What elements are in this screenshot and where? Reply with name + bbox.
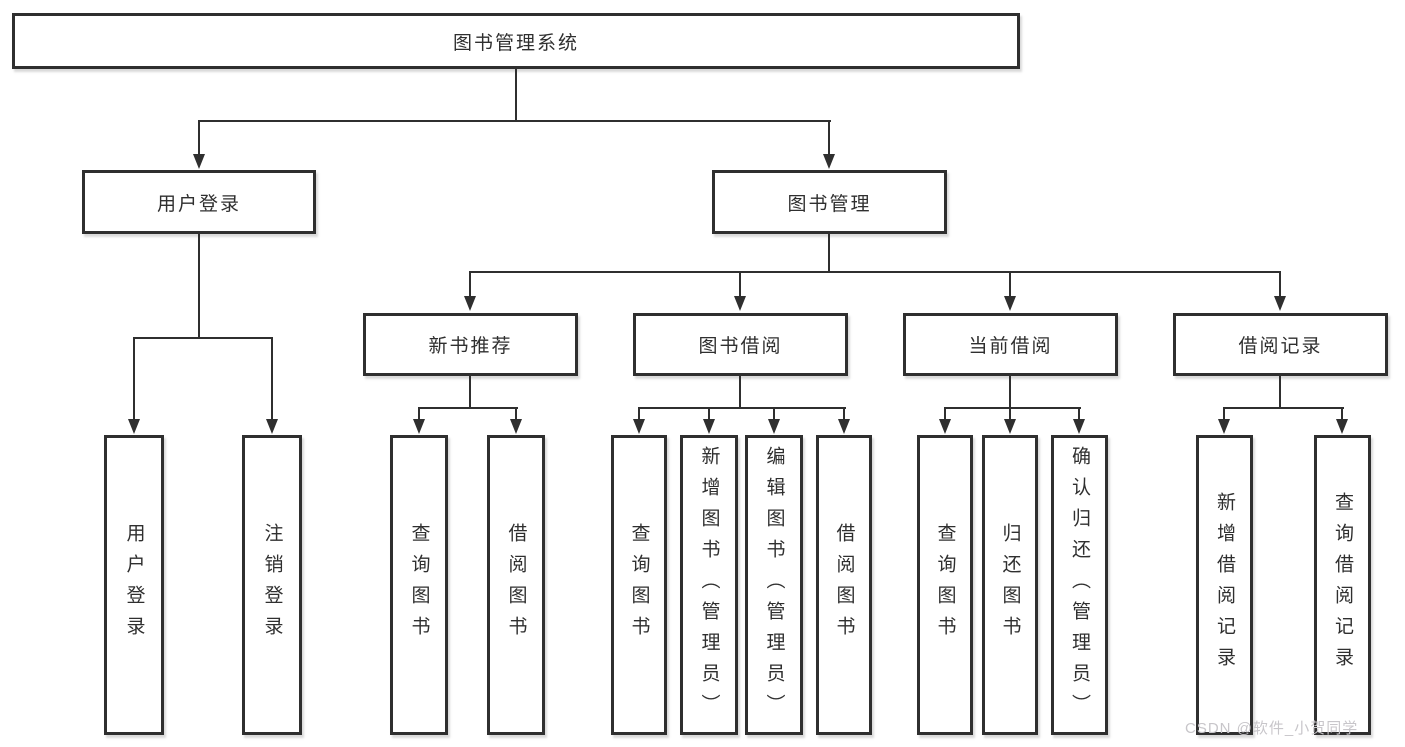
connector [944,407,946,421]
leaf-logout-label: 注销登录 [261,523,283,647]
connector [1223,407,1225,421]
connector [1279,376,1281,407]
leaf-query-books-recommend-label: 查询图书 [408,523,430,647]
connector [515,407,517,421]
leaf-edit-books-admin-label: 编辑图书（管理员） [763,445,785,725]
node-book-management: 图书管理 [712,170,947,234]
arrowhead [413,419,425,434]
node-new-book-recommend-label: 新书推荐 [428,336,513,357]
arrowhead [1336,419,1348,434]
connector [469,271,1281,273]
connector [418,407,420,421]
connector [1009,376,1011,407]
arrowhead [128,419,140,434]
arrowhead [734,296,746,311]
node-user-login: 用户登录 [82,170,316,234]
leaf-logout: 注销登录 [242,435,302,735]
leaf-add-borrow-record-label: 新增借阅记录 [1214,492,1235,678]
connector [944,407,1081,409]
leaf-query-books-borrow-label: 查询图书 [628,523,650,647]
node-borrow-records-label: 借阅记录 [1238,336,1323,357]
node-book-borrow: 图书借阅 [633,313,848,376]
leaf-query-borrow-record: 查询借阅记录 [1314,435,1371,735]
leaf-confirm-return-admin: 确认归还（管理员） [1051,435,1108,735]
leaf-add-books-admin-label: 新增图书（管理员） [698,445,720,725]
connector [1341,407,1343,421]
arrowhead [939,419,951,434]
connector [638,407,640,421]
arrowhead [1274,296,1286,311]
connector [773,407,775,421]
connector [271,337,273,421]
node-book-management-label: 图书管理 [787,193,872,215]
leaf-add-borrow-record: 新增借阅记录 [1196,435,1253,735]
connector [828,120,830,155]
arrowhead [1073,419,1085,434]
connector [133,337,135,421]
node-user-login-label: 用户登录 [156,193,241,215]
node-library-system: 图书管理系统 [12,13,1020,69]
connector [1223,407,1344,409]
connector [739,271,741,298]
connector [1078,407,1080,421]
connector [1009,271,1011,298]
arrowhead [266,419,278,434]
connector [843,407,845,421]
arrowhead [633,419,645,434]
arrowhead [823,154,835,169]
connector [515,69,517,120]
node-current-borrow-label: 当前借阅 [968,336,1053,357]
leaf-return-books: 归还图书 [982,435,1038,735]
node-new-book-recommend: 新书推荐 [363,313,578,376]
node-current-borrow: 当前借阅 [903,313,1118,376]
leaf-query-books-current: 查询图书 [917,435,973,735]
connector [198,120,200,155]
watermark: CSDN @软件_小贺同学 [1185,720,1359,737]
connector [198,120,831,122]
arrowhead [838,419,850,434]
arrowhead [464,296,476,311]
leaf-query-borrow-record-label: 查询借阅记录 [1332,492,1353,678]
leaf-borrow-books: 借阅图书 [816,435,872,735]
connector [469,271,471,298]
leaf-borrow-books-recommend-label: 借阅图书 [505,523,527,647]
arrowhead [1004,419,1016,434]
leaf-user-login: 用户登录 [104,435,164,735]
leaf-query-books-borrow: 查询图书 [611,435,667,735]
connector [1279,271,1281,298]
leaf-add-books-admin: 新增图书（管理员） [680,435,738,735]
leaf-borrow-books-label: 借阅图书 [833,523,855,647]
connector [1009,407,1011,421]
leaf-confirm-return-admin-label: 确认归还（管理员） [1069,445,1090,725]
node-book-borrow-label: 图书借阅 [698,336,783,357]
arrowhead [1004,296,1016,311]
arrowhead [1218,419,1230,434]
connector [469,376,471,407]
arrowhead [193,154,205,169]
node-borrow-records: 借阅记录 [1173,313,1388,376]
connector [133,337,273,339]
connector [198,234,200,337]
arrowhead [768,419,780,434]
connector [739,376,741,407]
leaf-return-books-label: 归还图书 [999,523,1021,647]
node-library-system-label: 图书管理系统 [452,32,579,54]
connector [638,407,846,409]
leaf-query-books-recommend: 查询图书 [390,435,448,735]
connector [828,234,830,271]
leaf-query-books-current-label: 查询图书 [934,523,956,647]
leaf-borrow-books-recommend: 借阅图书 [487,435,545,735]
connector [708,407,710,421]
arrowhead [703,419,715,434]
arrowhead [510,419,522,434]
leaf-edit-books-admin: 编辑图书（管理员） [745,435,803,735]
connector [418,407,518,409]
leaf-user-login-label: 用户登录 [123,523,145,647]
